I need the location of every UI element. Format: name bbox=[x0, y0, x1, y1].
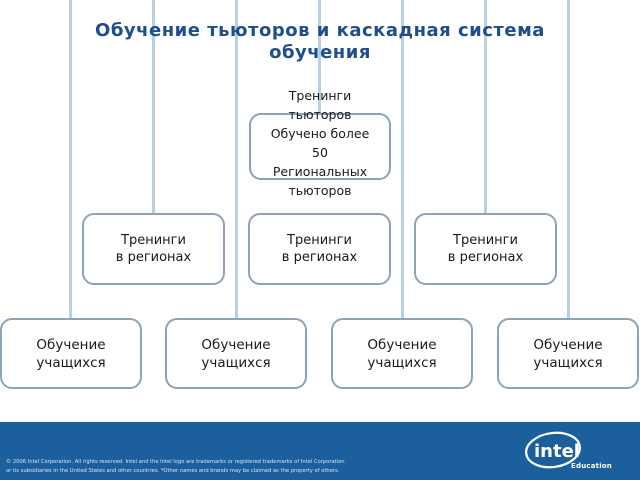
regional-training-node: Тренинги в регионах bbox=[248, 213, 391, 285]
student-training-node: Обучение учащихся bbox=[497, 318, 639, 389]
footer-bar bbox=[0, 422, 640, 480]
intel-logo-text: intel bbox=[534, 441, 580, 462]
background-line bbox=[318, 0, 321, 115]
background-line bbox=[567, 0, 570, 318]
tutor-training-node: Тренинги тьюторов Обучено более 50 Регио… bbox=[249, 88, 391, 198]
page-title: Обучение тьюторов и каскадная система об… bbox=[95, 20, 545, 63]
intel-logo-icon: intel bbox=[525, 431, 581, 469]
footer-legal-text: © 2006 Intel Corporation. All rights res… bbox=[6, 459, 345, 474]
background-line bbox=[484, 0, 487, 215]
student-training-node: Обучение учащихся bbox=[331, 318, 473, 389]
student-training-node: Обучение учащихся bbox=[165, 318, 307, 389]
background-line bbox=[235, 0, 238, 318]
background-line bbox=[152, 0, 155, 215]
tutor-training-label: Тренинги тьюторов Обучено более 50 Регио… bbox=[270, 88, 370, 198]
regional-training-node: Тренинги в регионах bbox=[414, 213, 557, 285]
intel-education-label: Education bbox=[571, 462, 612, 470]
background-line bbox=[401, 0, 404, 318]
intel-logo: intel bbox=[520, 430, 630, 476]
student-training-node: Обучение учащихся bbox=[0, 318, 142, 389]
regional-training-node: Тренинги в регионах bbox=[82, 213, 225, 285]
background-line bbox=[69, 0, 72, 318]
